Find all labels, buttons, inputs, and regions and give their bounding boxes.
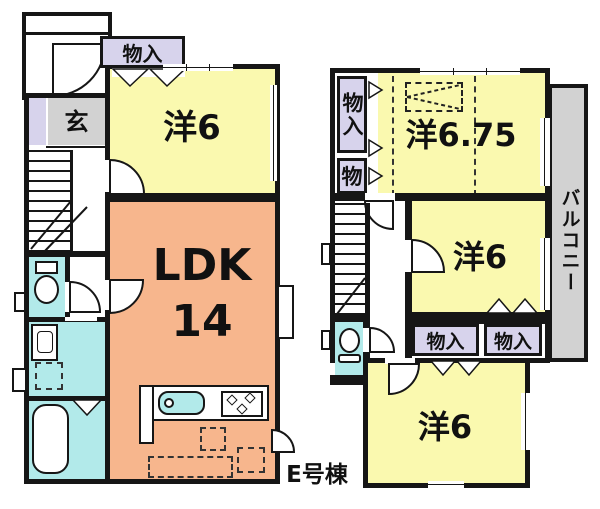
bedroom-bottom-door-arc bbox=[388, 363, 421, 396]
bedroom-mid-door-arc bbox=[411, 238, 446, 273]
porch-storage-box: 物入 bbox=[100, 36, 185, 68]
window-line bbox=[273, 85, 274, 181]
toilet2f-bowl bbox=[339, 328, 360, 353]
bedroom-mid-label: 洋6 bbox=[452, 238, 508, 276]
toilet1f-door-arc bbox=[69, 280, 102, 313]
toilet2f-door-arc bbox=[369, 326, 396, 353]
window-line bbox=[163, 67, 233, 68]
hall-right-wall bbox=[405, 201, 412, 358]
floor2-left-window-tab2 bbox=[321, 330, 331, 350]
window-line bbox=[428, 484, 464, 485]
toilet2f-bottom-wall bbox=[330, 375, 371, 385]
furniture-outline bbox=[148, 456, 233, 478]
genkan-label: 玄 bbox=[64, 107, 89, 136]
bedroom-mid-door-gap bbox=[405, 240, 412, 272]
genkan-floor bbox=[48, 98, 105, 145]
stairs-2f-direction-line bbox=[336, 277, 366, 315]
window-tick bbox=[209, 64, 210, 71]
porch-divider-wall bbox=[26, 32, 108, 35]
bedroom1f-label: 洋6 bbox=[163, 108, 221, 148]
bedroom-large-bottom-wall bbox=[335, 193, 545, 201]
attic-storage-lines bbox=[406, 84, 461, 110]
stairs-1f-direction-lines bbox=[30, 200, 88, 254]
balcony-window-upper bbox=[540, 118, 550, 186]
storage-tall-box: 物入 bbox=[337, 76, 367, 153]
bedroom-bottom-door-gap bbox=[385, 358, 415, 364]
window-tick bbox=[486, 68, 487, 75]
bedroom1f-door-arc bbox=[109, 158, 146, 195]
washroom-door-gap bbox=[65, 317, 97, 322]
stairs-2f-bottom-wall bbox=[335, 315, 370, 322]
storage-small-box: 物 bbox=[337, 158, 367, 194]
window-line bbox=[420, 71, 520, 72]
floor2-left-window-tab1 bbox=[321, 243, 331, 265]
bedroom-large-door-gap bbox=[365, 193, 395, 201]
area-divider-dashed bbox=[474, 76, 476, 196]
bedroom-large-label: 洋6.75 bbox=[405, 116, 517, 154]
kitchen-counter-leg bbox=[139, 385, 154, 444]
bedroom-large-door-arc bbox=[363, 200, 394, 231]
ldk-floor bbox=[110, 202, 275, 479]
closet-folding-door-icon bbox=[111, 68, 187, 88]
ldk-exterior-door-arc bbox=[271, 428, 296, 453]
left-wall-window-tab2 bbox=[12, 368, 27, 392]
closet-left-box: 物入 bbox=[412, 324, 479, 356]
bathroom-top-wall bbox=[24, 396, 110, 401]
entrance-door-arc bbox=[52, 43, 107, 98]
storage-tall-label: 物入 bbox=[340, 91, 364, 138]
toilet1f-bowl bbox=[34, 275, 59, 304]
bedroom-bottom-label: 洋6 bbox=[417, 408, 473, 446]
washing-machine-space bbox=[35, 362, 63, 390]
closet-folding-door-icon-down bbox=[429, 360, 483, 377]
balcony-outline bbox=[548, 84, 588, 362]
closet-right-box: 物入 bbox=[484, 324, 542, 356]
closet-row-top-wall bbox=[412, 312, 545, 324]
stairs-1f bbox=[29, 150, 70, 251]
window-line bbox=[544, 118, 545, 186]
porch-storage-label: 物入 bbox=[122, 41, 163, 66]
toilet2f-base bbox=[338, 354, 361, 363]
bedroom-ldk-wall bbox=[110, 193, 275, 202]
stairs-2f-right-wall bbox=[365, 203, 370, 322]
stairs-1f-bottom-wall bbox=[24, 251, 110, 257]
bedroom1f-door-gap bbox=[105, 160, 110, 192]
window-tick bbox=[453, 68, 454, 75]
area-divider-dashed bbox=[392, 76, 394, 196]
toilet1f-tank bbox=[35, 261, 58, 274]
window-tick bbox=[186, 64, 187, 71]
ldk-right-bumpout bbox=[277, 285, 294, 339]
shoe-cabinet bbox=[29, 98, 46, 145]
ldk-door-gap bbox=[105, 280, 110, 310]
bath-folding-door-icon bbox=[71, 399, 103, 417]
balcony-label: バルコニー bbox=[558, 187, 581, 293]
window-line bbox=[525, 393, 526, 450]
genkan-step-edge bbox=[46, 146, 106, 148]
toilet2f-door-gap bbox=[363, 328, 370, 352]
window-line bbox=[544, 238, 545, 310]
furniture-outline bbox=[200, 427, 226, 451]
furniture-outline bbox=[237, 447, 265, 473]
storage-folding-door-icons bbox=[368, 80, 384, 186]
stairs-1f-divider bbox=[70, 150, 73, 251]
building-caption: E号棟 bbox=[286, 461, 348, 488]
ldk-size-label: 14 bbox=[171, 296, 233, 347]
washbasin-bowl bbox=[37, 331, 53, 353]
closet-folding-door-icon-up bbox=[485, 297, 539, 314]
ldk-name-label: LDK bbox=[152, 240, 252, 291]
bathtub bbox=[32, 404, 69, 474]
toilet1f-door-gap bbox=[65, 282, 70, 312]
kitchen-faucet bbox=[164, 398, 174, 408]
balcony-window-lower bbox=[540, 238, 550, 310]
closet-door-strip bbox=[112, 68, 185, 77]
attic-storage-outline bbox=[405, 82, 463, 112]
closet-left-label: 物入 bbox=[426, 330, 465, 353]
storage-small-label: 物 bbox=[341, 165, 363, 189]
left-wall-window-tab1 bbox=[14, 292, 26, 312]
ldk-door-arc bbox=[109, 279, 145, 315]
closet-right-label: 物入 bbox=[493, 330, 532, 353]
